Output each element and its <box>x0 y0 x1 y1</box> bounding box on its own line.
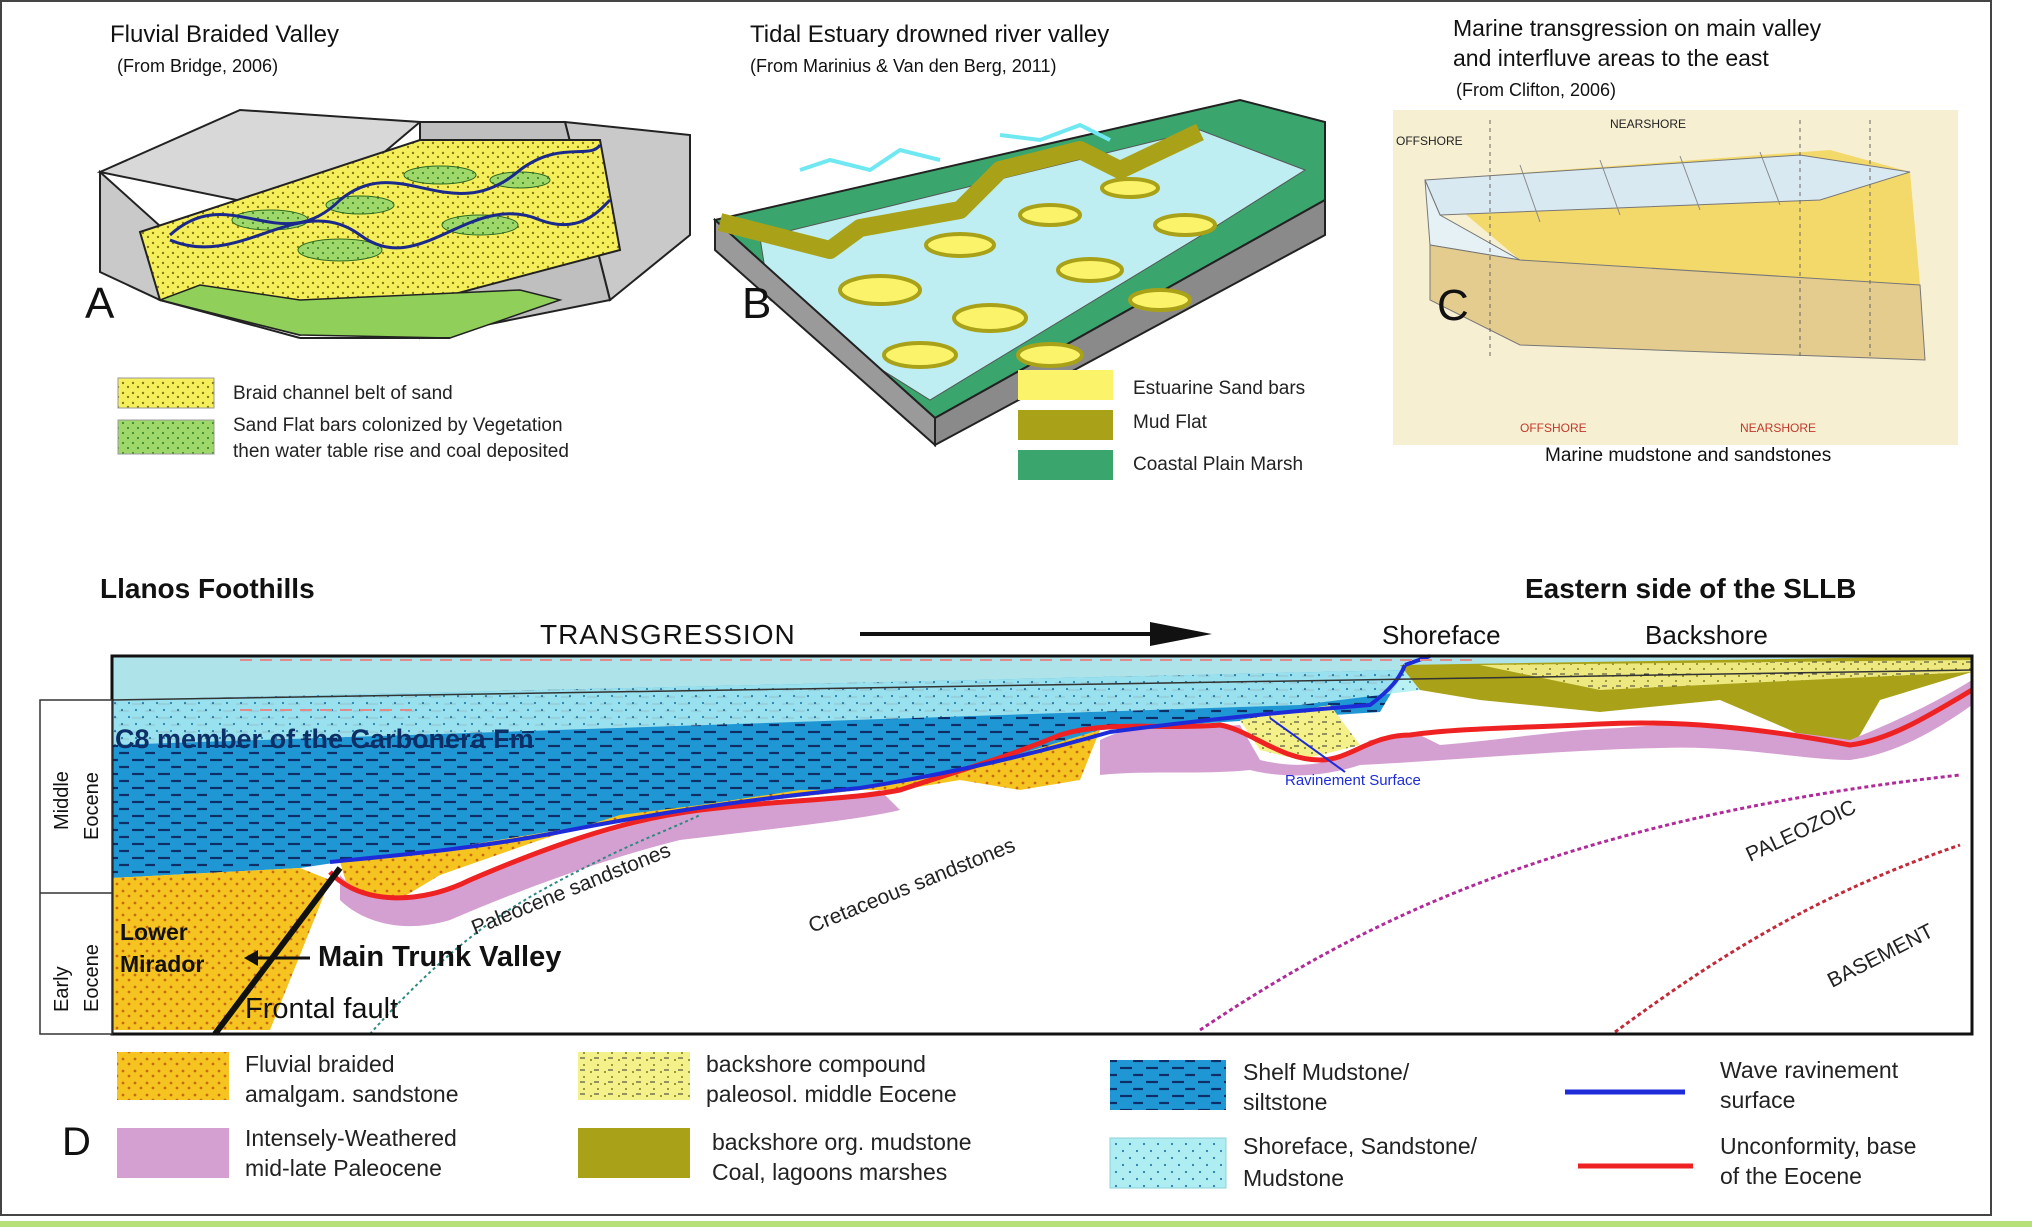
cross-section <box>110 654 1974 1036</box>
legend-fluvial-1: Fluvial braided <box>245 1051 395 1077</box>
paleocene-weathered-a <box>340 790 900 927</box>
panel-c-offshore-top: OFFSHORE <box>1396 134 1463 148</box>
panel-a-source: (From Bridge, 2006) <box>117 56 278 76</box>
panel-b-letter: B <box>742 279 771 328</box>
legend-swatch-backshore-mudstone <box>578 1128 690 1178</box>
ravinement-label: Ravinement Surface <box>1285 772 1421 789</box>
backshore-label: Backshore <box>1645 620 1768 650</box>
fluvial-valley-fill <box>340 730 1100 905</box>
legend-shelf-1: Shelf Mudstone/ <box>1243 1059 1410 1085</box>
legend-paleocene-2: mid-late Paleocene <box>245 1155 442 1181</box>
panel-b-legend-label-3: Coastal Plain Marsh <box>1133 454 1303 475</box>
legend-shoreface-2: Mudstone <box>1243 1165 1344 1191</box>
lower-mirador-fill <box>112 868 330 1030</box>
panel-d-letter: D <box>62 1120 91 1164</box>
panel-a-legend-label-2b: then water table rise and coal deposited <box>233 441 569 462</box>
frontal-fault-label: Frontal fault <box>245 993 398 1025</box>
legend-backshore-paleosol-2: paleosol. middle Eocene <box>706 1081 957 1107</box>
panel-c-source: (From Clifton, 2006) <box>1456 80 1616 100</box>
panel-c-title-2: and interfluve areas to the east <box>1453 45 1769 71</box>
ravinement-pointer <box>1269 717 1346 773</box>
panel-b-legend-swatch-2 <box>1018 410 1113 440</box>
age-middle: Middle <box>51 771 73 830</box>
transgression-arrow-head <box>1150 622 1212 646</box>
legend-swatch-backshore-paleosol <box>578 1052 690 1100</box>
age-early: Early <box>51 966 73 1012</box>
legend-unconformity-2: of the Eocene <box>1720 1163 1862 1189</box>
age-axis: Middle Eocene Early Eocene <box>39 699 113 1035</box>
lower-label: Lower <box>120 919 188 945</box>
legend-unconformity-1: Unconformity, base <box>1720 1133 1916 1159</box>
panel-a: Fluvial Braided Valley (From Bridge, 200… <box>85 21 691 462</box>
legend-ravinement-1: Wave ravinement <box>1720 1057 1899 1083</box>
panel-d-left-title: Llanos Foothills <box>100 573 315 604</box>
panel-a-letter: A <box>85 279 115 328</box>
frontal-fault-line <box>212 866 343 1036</box>
panel-c-title: Marine transgression on main valley <box>1453 15 1822 41</box>
backshore-mudstone <box>1400 656 1972 755</box>
c8-member-label: C8 member of the Carbonera Fm <box>115 724 534 754</box>
panel-a-title: Fluvial Braided Valley <box>110 21 339 48</box>
panel-b: Tidal Estuary drowned river valley (From… <box>712 21 1326 480</box>
panel-c-offshore-bottom: OFFSHORE <box>1520 421 1587 435</box>
panel-c-block-diagram <box>1424 120 1926 361</box>
panel-d-right-title: Eastern side of the SLLB <box>1525 573 1856 604</box>
paleocene-base-line <box>369 814 701 1035</box>
mirador-label: Mirador <box>120 951 204 977</box>
legend-swatch-shoreface <box>1109 1137 1227 1189</box>
legend-shoreface-1: Shoreface, Sandstone/ <box>1243 1133 1478 1159</box>
age-eocene-2: Eocene <box>81 944 103 1012</box>
legend-swatch-paleocene <box>117 1128 229 1178</box>
legend-d: D Fluvial braided amalgam. sandstone bac… <box>62 1051 1916 1191</box>
legend-fluvial-2: amalgam. sandstone <box>245 1081 459 1107</box>
legend-ravinement-2: surface <box>1720 1087 1795 1113</box>
shoreface-band <box>112 670 1420 745</box>
panel-c-letter: C <box>1437 281 1469 330</box>
panel-d: Llanos Foothills Eastern side of the SLL… <box>39 573 1974 1036</box>
transgression-label: TRANSGRESSION <box>540 619 796 650</box>
legend-swatch-fluvial <box>117 1052 229 1100</box>
panel-c: Marine transgression on main valley and … <box>1393 15 1958 466</box>
legend-backshore-paleosol-1: backshore compound <box>706 1051 926 1077</box>
age-eocene-1: Eocene <box>81 772 103 840</box>
ravinement-line <box>329 664 1407 864</box>
panel-c-nearshore-bottom: NEARSHORE <box>1740 421 1816 435</box>
panel-a-legend-swatch-2 <box>117 419 215 455</box>
panel-a-legend-label-2: Sand Flat bars colonized by Vegetation <box>233 415 563 436</box>
paleocene-weathered-b <box>1100 680 1972 776</box>
legend-swatch-shelf <box>1110 1060 1226 1110</box>
panel-b-title: Tidal Estuary drowned river valley <box>750 21 1109 48</box>
panel-b-legend-swatch-3 <box>1018 450 1113 480</box>
unconformity-line <box>328 687 1974 901</box>
panel-a-block-diagram <box>96 108 691 340</box>
panel-b-legend-label-1: Estuarine Sand bars <box>1133 378 1305 399</box>
panel-b-legend-label-2: Mud Flat <box>1133 412 1208 433</box>
panel-a-legend-swatch-1 <box>117 377 215 409</box>
panel-b-source: (From Marinius & Van den Berg, 2011) <box>750 56 1056 76</box>
backshore-paleosol-top <box>1480 660 1972 690</box>
legend-paleocene-1: Intensely-Weathered <box>245 1125 457 1151</box>
basement-line <box>1614 843 1961 1034</box>
panel-c-nearshore-top: NEARSHORE <box>1610 117 1686 131</box>
panel-a-legend-label-1: Braid channel belt of sand <box>233 383 453 404</box>
shoreface-label: Shoreface <box>1382 620 1501 650</box>
figure-frame <box>0 0 1992 1216</box>
panel-c-caption: Marine mudstone and sandstones <box>1545 445 1831 466</box>
paleozoic-line <box>1199 773 1961 1032</box>
main-trunk-valley-label: Main Trunk Valley <box>318 941 561 973</box>
trunk-valley-arrowhead <box>244 950 258 966</box>
legend-shelf-2: siltstone <box>1243 1089 1327 1115</box>
legend-backshore-mudstone-2: Coal, lagoons marshes <box>712 1159 947 1185</box>
panel-b-legend-swatch-1 <box>1018 370 1113 400</box>
legend-backshore-mudstone-1: backshore org. mudstone <box>712 1129 972 1155</box>
